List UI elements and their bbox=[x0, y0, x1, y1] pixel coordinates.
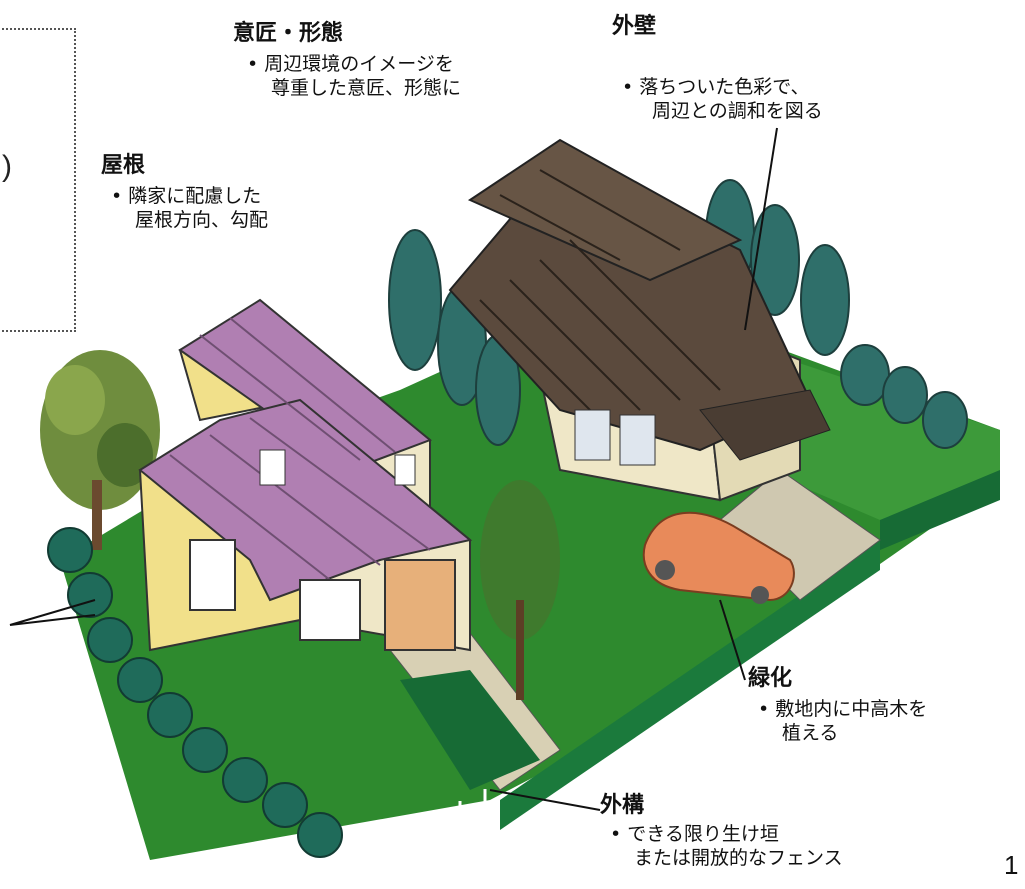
roof-line-2: 屋根方向、勾配 bbox=[135, 209, 269, 232]
car bbox=[642, 511, 795, 604]
greening-heading: 緑化 bbox=[748, 666, 793, 691]
front-low-hedge bbox=[400, 670, 540, 790]
front-hedge bbox=[500, 540, 880, 830]
design-line-2: 尊重した意匠、形態に bbox=[271, 77, 462, 100]
exterior-heading: 外構 bbox=[600, 793, 645, 818]
roof-line-1: • 隣家に配慮した bbox=[111, 185, 262, 208]
page-number: 1 bbox=[1004, 850, 1019, 880]
greening-line-1: • 敷地内に中高木を bbox=[758, 698, 928, 721]
wall-callout: 外壁 • 落ちついた色彩で、 周辺との調和を図る bbox=[612, 13, 823, 124]
greening-callout: 緑化 • 敷地内に中高木を 植える bbox=[748, 665, 927, 746]
middle-tree bbox=[480, 480, 560, 700]
roof-heading: 屋根 bbox=[101, 153, 146, 178]
wall-line-2: 周辺との調和を図る bbox=[652, 100, 823, 123]
exterior-line-2: または開放的なフェンス bbox=[634, 847, 843, 870]
wall-line-1: • 落ちついた色彩で、 bbox=[622, 76, 810, 99]
left-dotted-box bbox=[0, 28, 76, 332]
design-heading: 意匠・形態 bbox=[233, 21, 344, 46]
design-callout: 意匠・形態 • 周辺環境のイメージを 尊重した意匠、形態に bbox=[233, 20, 461, 101]
fence-posts bbox=[358, 789, 487, 870]
left-hedge bbox=[47, 527, 343, 858]
exterior-line-1: • できる限り生け垣 bbox=[610, 823, 779, 846]
front-house bbox=[138, 298, 473, 652]
back-house bbox=[448, 138, 831, 502]
greening-line-2: 植える bbox=[782, 722, 839, 745]
wall-heading: 外壁 bbox=[612, 14, 657, 39]
leader-lines bbox=[9, 127, 778, 811]
right-hedge bbox=[880, 470, 1000, 550]
left-box-paren: ) bbox=[2, 150, 12, 183]
design-line-1: • 周辺環境のイメージを bbox=[247, 53, 454, 76]
deciduous-tree bbox=[40, 350, 160, 550]
exterior-callout: 外構 • できる限り生け垣 または開放的なフェンス bbox=[600, 792, 843, 871]
roof-callout: 屋根 • 隣家に配慮した 屋根方向、勾配 bbox=[101, 152, 268, 233]
